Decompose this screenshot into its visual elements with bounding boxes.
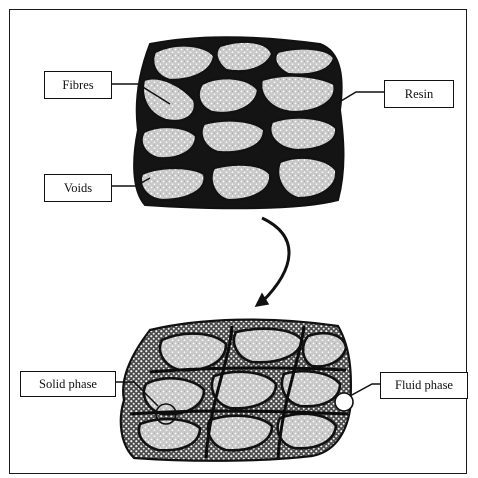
resin-label: Resin: [384, 80, 454, 108]
fibre-cell: [270, 118, 336, 150]
voids-label: Voids: [44, 174, 112, 202]
transition-arrow: [256, 218, 289, 306]
fluid-phase-label: Fluid phase: [380, 372, 468, 399]
fibres-label: Fibres: [44, 71, 112, 99]
fibre-bundle-bottom: [121, 320, 353, 461]
fibre-bundle-top: [134, 37, 343, 208]
solid-phase-label: Solid phase: [20, 371, 116, 397]
resin-leader-line: [336, 92, 384, 104]
